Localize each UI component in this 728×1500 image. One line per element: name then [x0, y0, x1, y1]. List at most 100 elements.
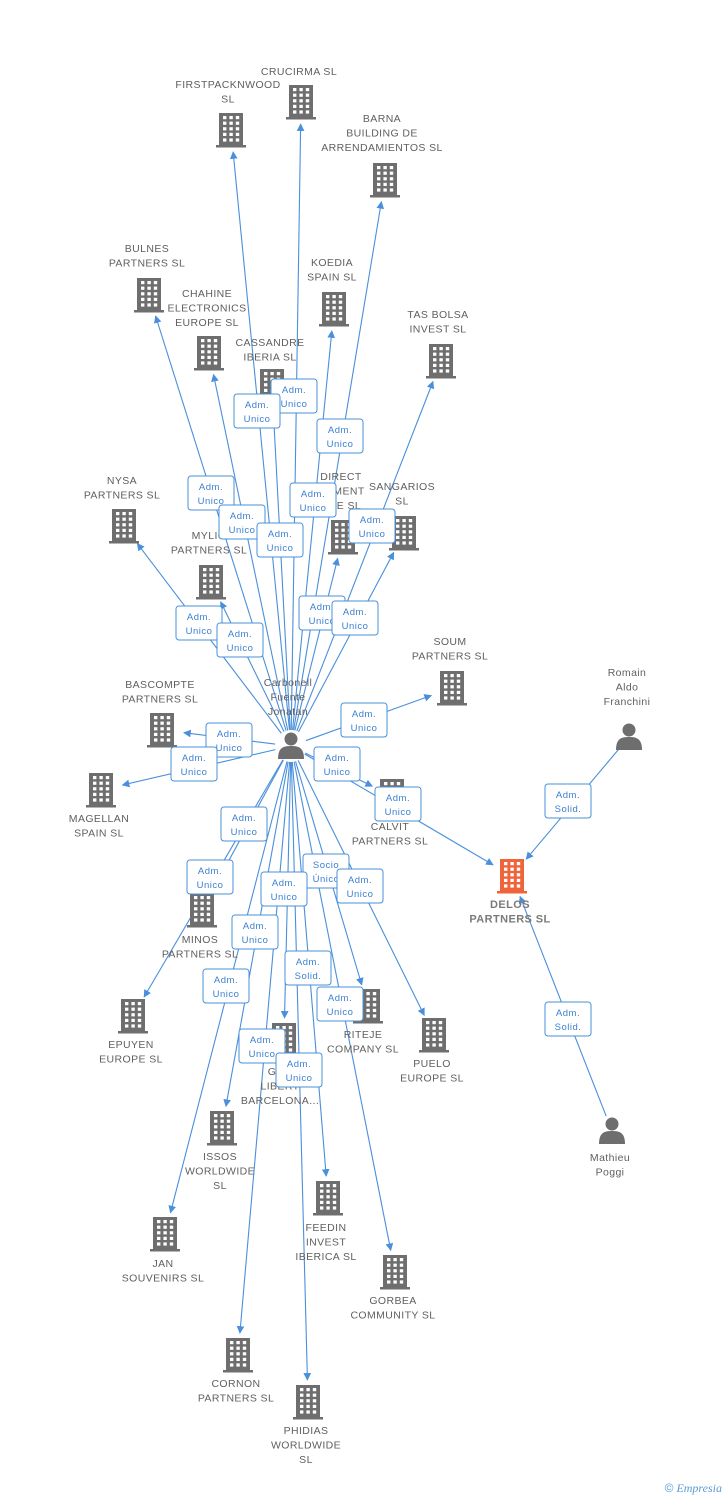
node-label-bascompte: BASCOMPTE — [125, 679, 195, 691]
relation-text: Solid. — [555, 1022, 582, 1033]
node-label-barna: BUILDING DE — [346, 128, 418, 140]
relation-box — [336, 868, 384, 904]
relation-badge-firstpack[interactable]: Adm.Unico — [233, 393, 281, 429]
node-label-riteje: RITEJE — [344, 1029, 383, 1041]
building-icon — [86, 773, 116, 808]
node-label-phidias: PHIDIAS — [284, 1425, 329, 1437]
node-label-bulnes: PARTNERS SL — [109, 258, 185, 270]
relation-box — [374, 786, 422, 822]
relation-badge-cornon[interactable]: Adm.Unico — [238, 1028, 286, 1064]
relation-badge-puelo[interactable]: Adm.Unico — [336, 868, 384, 904]
relation-badge-cassandre[interactable]: Adm.Unico — [256, 522, 304, 558]
relation-text: Adm. — [328, 425, 352, 436]
relation-text: Unico — [197, 880, 224, 891]
relation-text: Adm. — [250, 1035, 274, 1046]
relation-text: Solid. — [295, 971, 322, 982]
node-label-sangarios: SANGARIOS — [369, 481, 435, 493]
relation-box — [231, 914, 279, 950]
relation-badge-chahine[interactable]: Adm.Unico — [218, 504, 266, 540]
relation-badge-bulnes[interactable]: Adm.Unico — [187, 475, 235, 511]
relation-badge-epuyen[interactable]: Adm. Unico — [186, 859, 234, 895]
relation-text: Adm. — [182, 753, 206, 764]
node-label-soum: PARTNERS SL — [412, 651, 488, 663]
relation-badge-nysa[interactable]: Adm.Unico — [175, 605, 223, 641]
relation-badge-romain[interactable]: Adm.Solid. — [544, 783, 592, 819]
node-label-carbonell: Carbonell — [264, 677, 313, 689]
node-label-phidias: SL — [299, 1454, 313, 1466]
building-icon — [207, 1111, 237, 1146]
building-icon — [370, 163, 400, 198]
building-icon — [497, 859, 527, 894]
building-icon — [419, 1018, 449, 1053]
relation-text: Adm. — [287, 1059, 311, 1070]
node-label-bulnes: BULNES — [125, 243, 169, 255]
relation-text: Solid. — [555, 804, 582, 815]
node-label-puelo: PUELO — [413, 1058, 451, 1070]
relation-text: Adm. — [198, 866, 222, 877]
node-label-mathieu: Poggi — [596, 1167, 625, 1179]
person-icon — [616, 723, 642, 750]
node-bulnes[interactable]: BULNES PARTNERS SL — [109, 243, 185, 313]
relation-badge-mathieu[interactable]: Adm. Solid. — [544, 1001, 592, 1037]
relation-badge-issos[interactable]: Adm.Unico — [231, 914, 279, 950]
edge-carbonell-chahine — [211, 373, 289, 731]
building-icon — [150, 1217, 180, 1252]
relation-badge-mylio[interactable]: Adm.Unico — [216, 622, 264, 658]
relation-badge-feedin[interactable]: Adm.Unico — [316, 986, 364, 1022]
node-label-sangarios: SL — [395, 496, 409, 508]
node-crucirma[interactable]: CRUCIRMA SL — [261, 66, 337, 120]
person-icon — [599, 1117, 625, 1144]
relation-badge-delos[interactable]: Adm.Unico — [374, 786, 422, 822]
node-label-crucirma: CRUCIRMA SL — [261, 66, 337, 78]
relation-text: Adm. — [556, 1008, 580, 1019]
node-sangarios[interactable]: SANGARIOS SL — [369, 481, 435, 551]
relation-badge-phidias[interactable]: Adm.Unico — [275, 1052, 323, 1088]
building-icon — [293, 1385, 323, 1420]
relation-badge-jan[interactable]: Adm.Unico — [202, 968, 250, 1004]
node-label-nysa: PARTNERS SL — [84, 490, 160, 502]
relation-badge-barna[interactable]: Adm.Unico — [316, 418, 364, 454]
relation-badge-calvit[interactable]: Adm.Unico — [313, 746, 361, 782]
empresia-brand[interactable]: ©Empresia — [665, 1481, 722, 1496]
node-label-chahine: CHAHINE — [182, 288, 232, 300]
node-label-cassandre: CASSANDRE — [236, 337, 305, 349]
relation-badge-gorbea[interactable]: Adm.Unico — [260, 871, 308, 907]
relation-badge-bascompte[interactable]: Adm.Unico — [205, 722, 253, 758]
relation-badge-koedia[interactable]: Adm.Unico — [289, 482, 337, 518]
relation-box — [220, 806, 268, 842]
relation-badge-tasbolsa[interactable]: Adm.Unico — [348, 508, 396, 544]
relation-badge-minos[interactable]: Adm.Unico — [220, 806, 268, 842]
node-label-mathieu: Mathieu — [590, 1152, 630, 1164]
relation-badge-magellan[interactable]: Adm.Unico — [170, 746, 218, 782]
relation-text: Adm. — [245, 400, 269, 411]
relation-badge-soum[interactable]: Adm.Unico — [340, 702, 388, 738]
node-label-issos: SL — [213, 1180, 227, 1192]
relation-badge-sangarios[interactable]: Adm.Unico — [331, 600, 379, 636]
relation-box — [202, 968, 250, 1004]
building-icon — [437, 671, 467, 706]
relation-badge-gcr[interactable]: Adm.Solid. — [284, 950, 332, 986]
